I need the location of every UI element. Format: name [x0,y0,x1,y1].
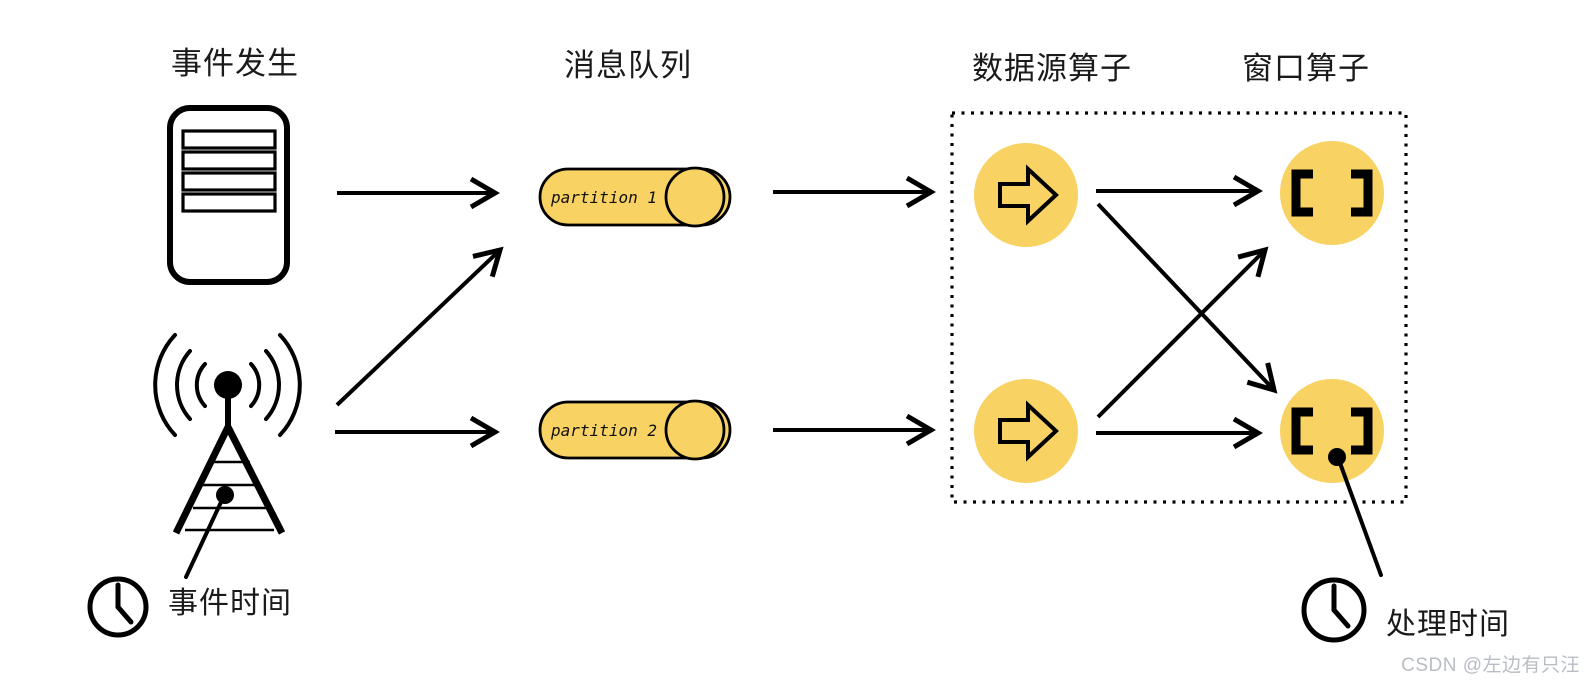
server-slot [181,171,277,192]
event-time-leader-line [184,498,224,579]
operator-circle [974,143,1078,247]
operator-circle [1280,379,1384,483]
label-source-operator: 数据源算子 [972,51,1132,86]
arrow-source1-to-window2 [1096,202,1278,394]
clock-hand [1331,607,1351,629]
label-window-operator: 窗口算子 [1242,51,1370,86]
operator-circle [1280,141,1384,245]
tower-leg [224,425,286,535]
arrow-tower-to-partition1 [335,246,504,407]
arrow-right-icon [998,400,1059,462]
server-icon [167,105,290,285]
partition-2-label: partition 2 [551,421,657,440]
label-message-queue: 消息队列 [564,48,692,83]
partition-endcap [664,166,726,228]
partition-1-shape [538,166,732,228]
partition-2-shape [538,399,732,461]
brackets-icon [1291,407,1373,455]
server-slot [181,150,277,171]
clock-hand [115,604,134,625]
arrow-source2-to-window1 [1096,246,1269,419]
source-operator-2 [974,379,1078,483]
arrow-right-icon [998,164,1059,226]
tower-leg [172,425,232,535]
operator-circle [974,379,1078,483]
server-slot [181,192,277,213]
clock-icon [1301,577,1367,643]
processing-time-leader-line [1338,461,1383,577]
label-event-time: 事件时间 [168,587,292,620]
label-event-source: 事件发生 [171,46,299,81]
radio-tower-icon [153,333,302,579]
clock-icon [87,576,149,638]
operators-box [950,111,1408,504]
signal-waves-icon [153,333,302,437]
window-operator-1 [1280,141,1384,245]
label-processing-time: 处理时间 [1386,608,1510,641]
source-operator-1 [974,143,1078,247]
watermark: CSDN @左边有只汪 [1401,655,1580,676]
partition-1-label: partition 1 [551,188,657,207]
flow-arrows [335,174,1278,450]
partition-endcap [664,399,726,461]
server-slot [181,129,277,150]
event-time-dot [216,486,234,504]
brackets-icon [1291,169,1373,217]
processing-time-dot [1328,448,1346,466]
window-operator-2 [1280,379,1384,483]
